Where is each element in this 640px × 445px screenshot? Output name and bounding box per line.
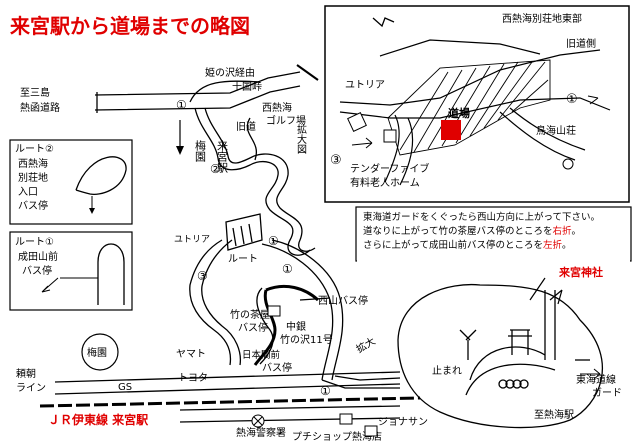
himenosawa-label: 姫の沢経由 bbox=[205, 66, 255, 79]
route-marker-2: ② bbox=[210, 162, 221, 176]
nihonkan-label-2: バス停 bbox=[262, 361, 292, 374]
route1-box bbox=[9, 231, 133, 311]
inset-villa-label: 西熱海別荘地東部 bbox=[502, 12, 582, 25]
inset-tender-label-2: 有料老人ホーム bbox=[350, 176, 420, 189]
route2-title: ルート② bbox=[15, 144, 54, 155]
directions-line-3: さらに上がって成田山前バス停のところを左折。 bbox=[363, 239, 624, 253]
inset-route3-marker: ③ bbox=[330, 153, 342, 168]
route1-line1: 成田山前 bbox=[18, 250, 58, 263]
directions-line-3-end: 。 bbox=[562, 240, 572, 251]
yoritomo-label-2: ライン bbox=[16, 382, 46, 394]
road-network bbox=[39, 64, 421, 423]
nishiyama-bus-label: 西山バス停 bbox=[318, 294, 368, 307]
directions-line-3-text: さらに上がって成田山前バス停のところを bbox=[363, 240, 544, 251]
chugin-label: 中銀 bbox=[286, 320, 306, 333]
directions-box: 東海道ガードをくぐったら西山方向に上がって下さい。 道なりに上がって竹の茶屋バス… bbox=[357, 208, 630, 262]
inset-tender-label-1: テンダーファイブ bbox=[350, 162, 429, 175]
kakudai-label-2: 拡大 bbox=[354, 334, 378, 355]
takenochaya-label-1: 竹の茶屋 bbox=[230, 308, 270, 321]
toyota-label: トヨタ bbox=[178, 372, 208, 384]
yoritomo-label-1: 頼朝 bbox=[16, 368, 36, 380]
to-mishima-label: 至三島 bbox=[20, 86, 50, 99]
bypass-label: 熱函道路 bbox=[20, 101, 60, 114]
yamato-label: ヤマト bbox=[176, 349, 206, 360]
tokaido-label-1: 東海道線 bbox=[576, 373, 616, 386]
route2-box bbox=[9, 139, 133, 225]
route2-line2: 別荘地 bbox=[18, 171, 48, 184]
route-marker-1-top: ① bbox=[176, 98, 187, 112]
route-marker-1-low: ① bbox=[282, 262, 293, 276]
golf-label-2: ゴルフ場 bbox=[266, 114, 306, 127]
kinomiya-station-vertical-label: 来宮駅 bbox=[216, 140, 229, 174]
route2-line4: バス停 bbox=[18, 199, 48, 212]
route2-line3: 入口 bbox=[18, 187, 38, 198]
route-marker-1-mid: ① bbox=[268, 234, 279, 248]
inset-kyu-label: 旧道側 bbox=[566, 37, 596, 50]
nihonkan-label-1: 日本閣前 bbox=[242, 349, 280, 361]
police-label: 熱海警察署 bbox=[236, 426, 286, 439]
shrine-closeup bbox=[397, 283, 604, 429]
route-label: ルート bbox=[228, 254, 258, 265]
route-marker-3: ③ bbox=[197, 269, 208, 283]
jr-line-label: ＪＲ伊東線 来宮駅 bbox=[48, 412, 149, 427]
inset-dojo-label: 道場 bbox=[448, 106, 470, 120]
petit-shop-label: プチショップ熱海店 bbox=[292, 430, 382, 443]
directions-line-2-end: 。 bbox=[571, 226, 582, 237]
takenochaya-label-2: バス停 bbox=[238, 321, 268, 334]
directions-line-1: 東海道ガードをくぐったら西山方向に上がって下さい。 bbox=[363, 212, 601, 223]
route2-line1: 西熱海 bbox=[18, 157, 48, 170]
jikkoku-label: 十国峠 bbox=[232, 80, 262, 93]
inset-route1-marker: ① bbox=[566, 92, 578, 107]
tokaido-label-2: ガード bbox=[592, 387, 622, 399]
inset-toukai-label: 鳥海山荘 bbox=[536, 124, 576, 137]
golf-label-1: 西熱海 bbox=[262, 101, 292, 114]
directions-line-2: 道なりに上がって竹の茶屋バス停のところを右折。 bbox=[363, 225, 624, 239]
shrine-label: 来宮神社 bbox=[558, 265, 603, 279]
jonathan-label: ジョナサン bbox=[378, 416, 428, 428]
route-marker-1-bottom: ① bbox=[320, 384, 331, 398]
eutoria-small-label: ユトリア bbox=[174, 235, 210, 245]
dojo-marker bbox=[441, 120, 461, 140]
map-title: 来宮駅から道場までの略図 bbox=[9, 14, 250, 38]
directions-right-turn: 右折 bbox=[552, 226, 572, 237]
directions-left-turn: 左折 bbox=[543, 240, 563, 251]
takenosawa-label: 竹の沢11号 bbox=[280, 333, 333, 346]
inset-eutoria-label: ユトリア bbox=[345, 80, 385, 91]
tomare-label: 止まれ bbox=[432, 365, 462, 377]
kyu-michi-label: 旧道 bbox=[236, 120, 256, 133]
route1-title: ルート① bbox=[15, 237, 54, 248]
umezono-circle-label: 梅園 bbox=[87, 346, 107, 359]
route1-line2: バス停 bbox=[22, 264, 52, 277]
gs-label: GS bbox=[118, 382, 132, 393]
directions-line-2-text: 道なりに上がって竹の茶屋バス停のところを bbox=[363, 226, 553, 237]
kakudai-label: 拡大図 bbox=[295, 123, 307, 154]
umezono-vertical-label: 梅園 bbox=[194, 139, 207, 163]
to-atami-station-label: 至熱海駅 bbox=[534, 408, 574, 421]
